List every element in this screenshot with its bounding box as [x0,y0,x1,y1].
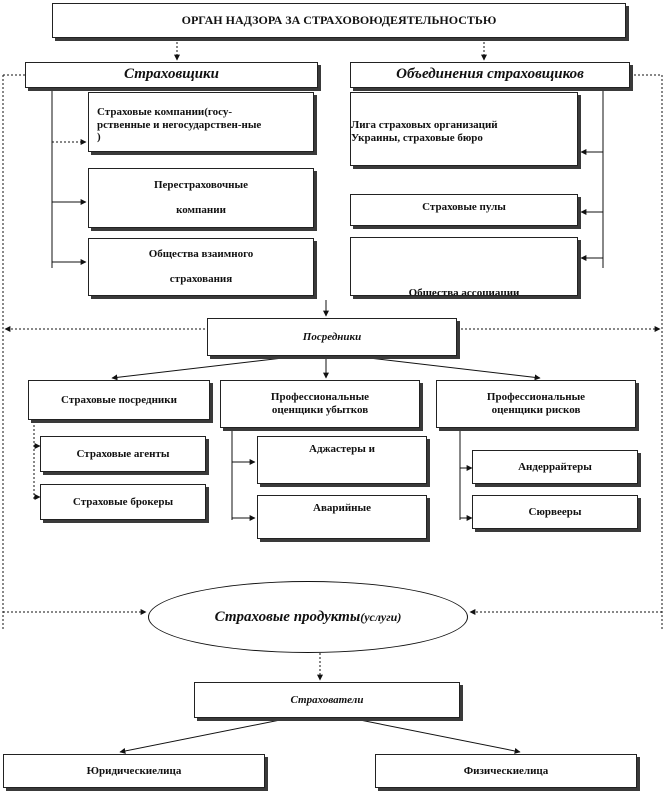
brokers-label: Страховые брокеры [72,495,174,508]
reinsurance-line-2: компании [176,204,226,216]
adjusters-box: Аджастеры и [257,436,427,484]
policyholders-box: Страхователи [194,682,460,718]
policyholders-title: Страхователи [290,693,364,706]
societies-label: Общества ассоциации [408,287,520,296]
insurance-products-ellipse: Страховые продукты(услуги) [148,581,468,653]
emergency-label: Аварийные [313,502,371,514]
associations-header: Объединения страховщиков [350,62,630,88]
intermediaries-box: Посредники [207,318,457,356]
insurance-brokers-box: Страховые брокеры [40,484,206,520]
insurance-companies-line-1: Страховые компании(госу- [97,106,233,119]
legal-entities-label: Юридическиелица [86,764,182,777]
loss-assessors-box: Профессиональные оценщики убытков [220,380,420,428]
underwriters-box: Андеррайтеры [472,450,638,484]
league-line-1: Лига страховых организаций [351,119,498,132]
insurance-companies-box: Страховые компании(госу- рственные и нег… [88,92,314,152]
intermediaries-title: Посредники [302,330,362,343]
supervisory-body-box: ОРГАН НАДЗОРА ЗА СТРАХОВОЮДЕЯТЕЛЬНОСТЬЮ [52,3,626,38]
supervisory-body-label: ОРГАН НАДЗОРА ЗА СТРАХОВОЮДЕЯТЕЛЬНОСТЬЮ [181,12,497,27]
associations-title: Объединения страховщиков [396,66,584,83]
mutual-line-1: Общества взаимного [148,248,254,261]
surveyors-label: Сюрвееры [528,505,582,518]
insurance-pools-box: Страховые пулы [350,194,578,226]
pools-label: Страховые пулы [422,201,506,213]
adjusters-label: Аджастеры и [309,443,375,455]
reinsurance-line-1: Перестраховочные [153,179,248,192]
insurance-companies-line-2: рственные и негосударствен-ные [97,118,262,131]
individuals-label: Физическиелица [463,764,549,777]
products-label: Страховые продукты [214,608,361,625]
societies-box: Общества ассоциации [350,237,578,296]
insurers-header: Страховщики [25,62,318,88]
risk-assessors-line-1: Профессиональные [486,391,586,404]
risk-assessors-line-2: оценщики рисков [491,404,581,416]
underwriters-label: Андеррайтеры [518,460,592,473]
reinsurance-companies-box: Перестраховочные компании [88,168,314,228]
insurers-title: Страховщики [124,66,219,83]
mutual-line-2: страхования [169,273,233,285]
loss-assessors-line-1: Профессиональные [270,391,370,404]
emergency-box: Аварийные [257,495,427,539]
individuals-box: Физическиелица [375,754,637,788]
surveyors-box: Сюрвееры [472,495,638,529]
loss-assessors-line-2: оценщики убытков [271,404,369,416]
league-line-2: Украины, страховые бюро [351,132,483,144]
insurance-intermediaries-box: Страховые посредники [28,380,210,420]
insurance-agents-box: Страховые агенты [40,436,206,472]
legal-entities-box: Юридическиелица [3,754,265,788]
insurance-league-box: Лига страховых организаций Украины, стра… [350,92,578,166]
products-sub-label: (услуги) [360,609,402,624]
insurance-companies-line-3: ) [97,131,101,144]
agents-label: Страховые агенты [76,447,170,460]
risk-assessors-box: Профессиональные оценщики рисков [436,380,636,428]
mutual-insurance-box: Общества взаимного страхования [88,238,314,296]
insurance-intermediaries-label: Страховые посредники [61,393,177,406]
